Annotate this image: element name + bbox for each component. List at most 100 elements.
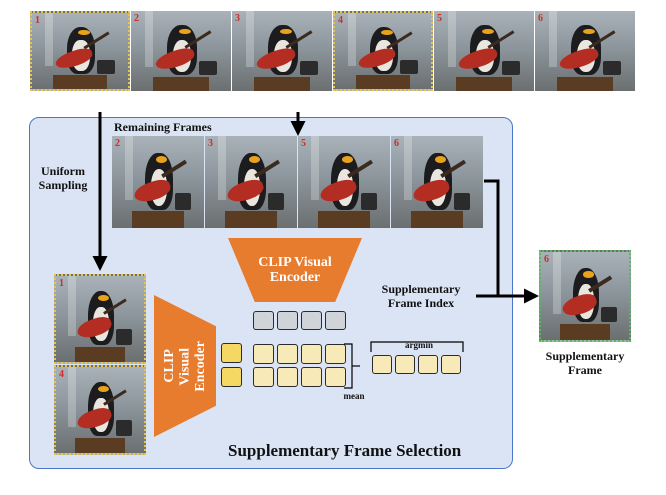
supplementary-frame-label: Supplementary Frame — [545, 349, 625, 377]
frame-number: 2 — [134, 13, 139, 24]
uniform-sampling-label: Uniform Sampling — [38, 164, 88, 192]
frame-crate — [560, 324, 610, 340]
frame-crate — [456, 76, 512, 91]
frame-penguin-beak — [179, 28, 191, 35]
frame-crate — [75, 437, 125, 453]
similarity-cell — [277, 367, 298, 387]
frame-penguin-beak — [249, 156, 261, 163]
frame-penguin-beak — [435, 156, 447, 163]
supplementary-frame-index-label: Supplementary Frame Index — [381, 282, 461, 310]
frame-amp — [115, 329, 132, 345]
frame-number: 1 — [59, 278, 64, 289]
mean-score-cell — [418, 355, 438, 374]
frame-amp — [115, 420, 132, 436]
frame-crate — [356, 75, 410, 89]
mean-score-cell — [441, 355, 461, 374]
frame-crate — [411, 211, 463, 228]
mean-label: mean — [343, 391, 365, 401]
frame-penguin-beak — [156, 156, 168, 163]
top-frame: 5 — [434, 11, 534, 91]
frame-penguin-beak — [98, 294, 109, 301]
frame-crate — [153, 76, 209, 91]
remaining-feature-cell — [253, 311, 274, 330]
remaining-frame: 3 — [205, 136, 297, 228]
frame-amp — [603, 60, 621, 75]
frame-bgbar — [217, 136, 226, 201]
frame-penguin-beak — [381, 29, 393, 36]
frame-bgbar — [68, 367, 77, 428]
frame-number: 3 — [235, 13, 240, 24]
frame-number: 5 — [301, 138, 306, 149]
frame-amp — [174, 193, 192, 210]
frame-number: 6 — [394, 138, 399, 149]
remaining-feature-cell — [301, 311, 322, 330]
sampled-feature-cell — [221, 367, 242, 387]
similarity-cell — [325, 344, 346, 364]
mean-score-cell — [395, 355, 415, 374]
frame-bgbar — [45, 13, 54, 67]
frame-number: 6 — [538, 13, 543, 24]
argmin-bracket — [370, 341, 464, 352]
top-frame: 1 — [30, 11, 130, 91]
frame-number: 4 — [59, 369, 64, 380]
argmin-label: argmin — [405, 340, 433, 350]
frame-amp — [502, 60, 520, 75]
frame-penguin-beak — [342, 156, 354, 163]
frame-number: 6 — [544, 254, 549, 265]
top-frame: 4 — [333, 11, 433, 91]
clip-encoder-top-label: CLIP Visual Encoder — [258, 254, 332, 285]
frame-amp — [199, 60, 217, 75]
frame-penguin-beak — [482, 28, 494, 35]
frame-bgbar — [448, 11, 456, 67]
supplementary-output-arrow — [484, 179, 539, 304]
frame-amp — [453, 193, 471, 210]
frame-bgbar — [68, 276, 77, 337]
top-frame: 2 — [131, 11, 231, 91]
remaining-frame: 6 — [391, 136, 483, 228]
frame-crate — [53, 75, 107, 89]
remaining-frame: 5 — [298, 136, 390, 228]
top-frame: 3 — [232, 11, 332, 91]
frame-amp — [267, 193, 285, 210]
frame-crate — [132, 211, 184, 228]
frame-number: 5 — [437, 13, 442, 24]
similarity-cell — [277, 344, 298, 364]
panel-title: Supplementary Frame Selection — [228, 441, 462, 460]
similarity-cell — [301, 344, 322, 364]
frame-number: 3 — [208, 138, 213, 149]
similarity-cell — [325, 367, 346, 387]
frame-bgbar — [403, 136, 412, 201]
frame-amp — [97, 60, 115, 74]
frame-bgbar — [310, 136, 319, 201]
frame-crate — [254, 76, 310, 91]
frame-amp — [300, 60, 318, 75]
mean-bracket — [344, 343, 353, 389]
remaining-frame: 2 — [112, 136, 204, 228]
frame-penguin-beak — [280, 28, 292, 35]
similarity-cell — [253, 367, 274, 387]
frame-penguin-beak — [78, 29, 90, 36]
remaining-feature-cell — [325, 311, 346, 330]
sampled-frame: 1 — [54, 274, 146, 364]
frame-bgbar — [124, 136, 133, 201]
frame-bgbar — [553, 252, 562, 314]
similarity-cell — [301, 367, 322, 387]
frame-bgbar — [246, 11, 254, 67]
frame-penguin-beak — [583, 28, 595, 35]
frame-number: 4 — [338, 15, 343, 26]
remaining-frames-label: Remaining Frames — [114, 120, 212, 134]
supplementary-frame-image: 6 — [539, 250, 631, 342]
frame-number: 2 — [115, 138, 120, 149]
frame-amp — [400, 60, 418, 74]
frame-crate — [225, 211, 277, 228]
frame-penguin-beak — [583, 271, 594, 278]
similarity-cell — [253, 344, 274, 364]
sampled-feature-cell — [221, 343, 242, 363]
top-frame: 6 — [535, 11, 635, 91]
frame-number: 1 — [35, 15, 40, 26]
sampled-frame: 4 — [54, 365, 146, 455]
mean-score-cell — [372, 355, 392, 374]
frame-crate — [75, 346, 125, 362]
